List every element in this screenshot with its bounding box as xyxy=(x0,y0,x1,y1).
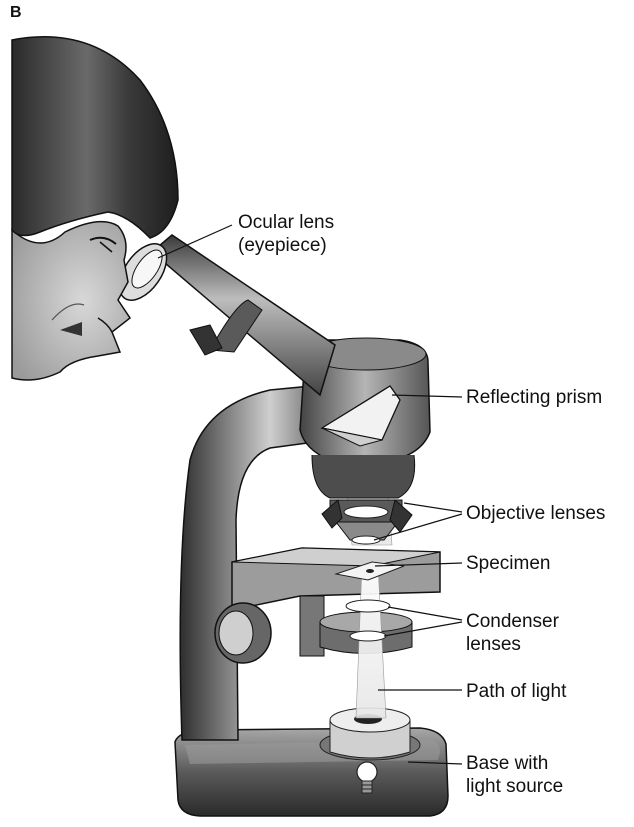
base-light-source-label: Base with light source xyxy=(466,752,563,798)
panel-letter: B xyxy=(10,4,22,22)
reflecting-prism-label: Reflecting prism xyxy=(466,386,602,409)
objective-leader-line-1 xyxy=(404,503,462,512)
ocular-lens-label-line1: Ocular lens xyxy=(238,211,334,234)
focus-knob xyxy=(215,603,271,663)
base-label-line2: light source xyxy=(466,775,563,798)
path-of-light-label: Path of light xyxy=(466,680,566,703)
observer-head xyxy=(12,37,178,380)
base-label-line1: Base with xyxy=(466,752,563,775)
ocular-lens-label: Ocular lens (eyepiece) xyxy=(238,211,334,257)
condenser-label-line1: Condenser xyxy=(466,610,559,633)
objective-lens-turret xyxy=(322,500,412,544)
condenser-lenses-label: Condenser lenses xyxy=(466,610,559,656)
condenser-label-line2: lenses xyxy=(466,633,559,656)
ocular-lens-label-line2: (eyepiece) xyxy=(238,234,334,257)
objective-lenses-label: Objective lenses xyxy=(466,502,605,525)
specimen-label: Specimen xyxy=(466,552,551,575)
eyepiece-tube xyxy=(152,235,335,395)
